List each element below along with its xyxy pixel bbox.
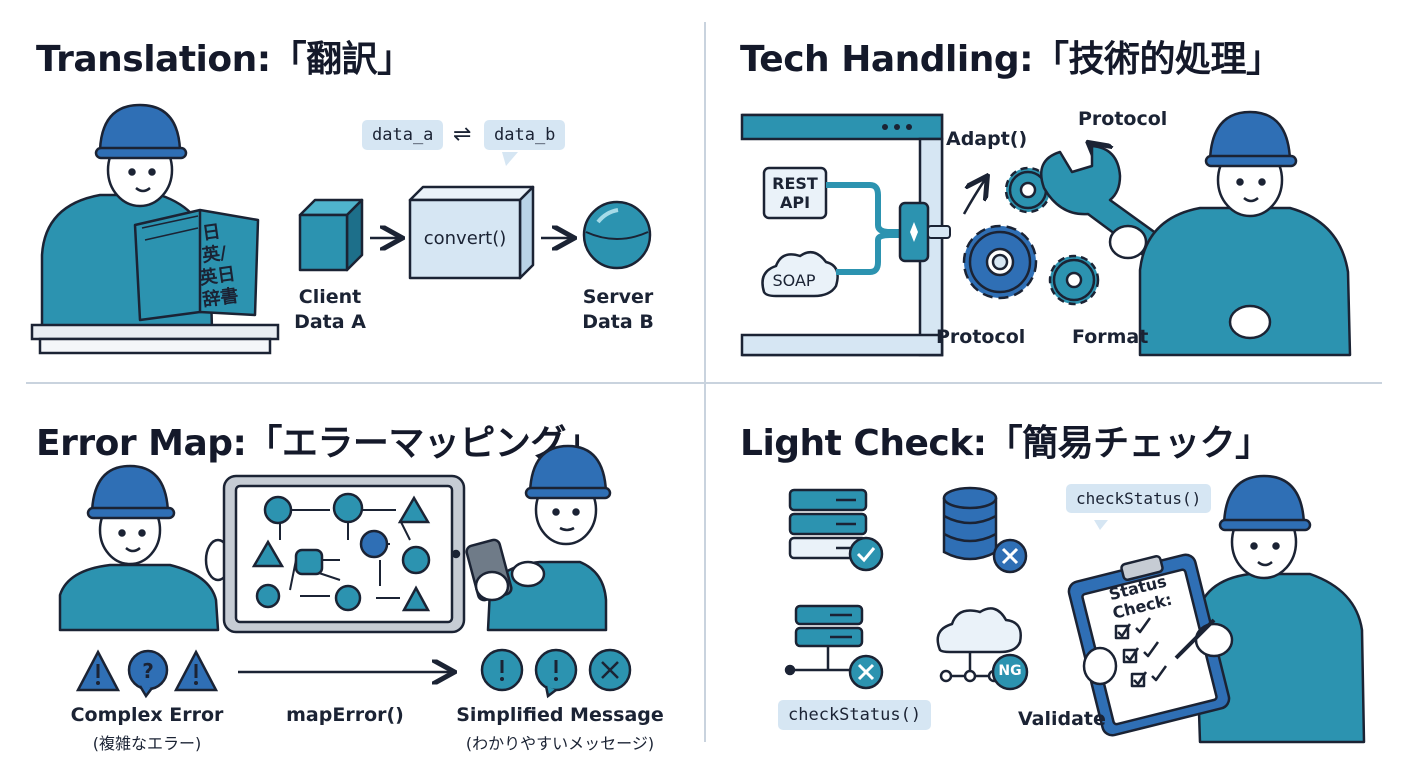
- reading-worker: [40, 103, 260, 332]
- warning-icon: [75, 649, 121, 692]
- exclamation-bubble-icon: [534, 648, 578, 699]
- tech-worker: [1108, 110, 1352, 357]
- complex-error-label: Complex Error: [70, 704, 224, 726]
- complex-error-sub: (複雑なエラー): [92, 734, 202, 753]
- clipboard-icon: [1067, 553, 1231, 737]
- close-circle-icon: [588, 648, 632, 692]
- error-nodes: [251, 492, 431, 612]
- client-cube: [298, 198, 364, 272]
- question-bubble-icon: [127, 649, 169, 699]
- swap-symbol: ⇌: [453, 122, 472, 147]
- translation-title: Translation:「翻訳」: [36, 39, 413, 80]
- soap-connector: [836, 232, 902, 275]
- data-a-tag: data_a: [362, 120, 444, 150]
- gear-icon: [1048, 254, 1100, 306]
- server-sphere: [582, 200, 652, 270]
- rest-api-box: [762, 166, 828, 220]
- bubble-tail: [1094, 520, 1108, 530]
- ng-badge: NG: [998, 663, 1022, 679]
- database-icon: [942, 486, 1028, 574]
- map-error-label: mapError(): [286, 704, 404, 726]
- rest-api-label: REST API: [772, 174, 818, 212]
- svg-text:?: ?: [142, 659, 154, 683]
- desk: [30, 323, 280, 341]
- server-stack-icon: [788, 488, 884, 572]
- check-status-tag: checkStatus(): [778, 700, 932, 730]
- exclamation-icon: [480, 648, 524, 692]
- warning-icon: [173, 649, 219, 692]
- simplified-message-label: Simplified Message: [456, 704, 664, 726]
- validate-label: Validate: [1018, 708, 1106, 730]
- soap-cloud: [761, 250, 839, 298]
- check-status-bubble: checkStatus(): [1066, 484, 1212, 513]
- server-error-icon: [784, 604, 884, 690]
- tech-handling-title: Tech Handling:「技術的処理」: [740, 39, 1282, 80]
- convert-box: [408, 185, 535, 280]
- left-worker: [58, 464, 232, 632]
- adapt-label: Adapt(): [946, 128, 1028, 150]
- server-label: Server Data B: [582, 286, 654, 333]
- light-check-title: Light Check:「簡易チェック」: [740, 423, 1271, 464]
- cloud-network-icon: [936, 607, 1029, 691]
- client-label: Client Data A: [294, 286, 366, 333]
- protocol-top-label: Protocol: [1078, 108, 1168, 130]
- horizontal-divider: [26, 382, 1382, 384]
- protocol-bottom-label: Protocol: [936, 326, 1026, 348]
- simplified-message-sub: (わかりやすいメッセージ): [465, 734, 655, 753]
- error-map-title: Error Map:「エラーマッピング」: [36, 423, 602, 464]
- gear-icon: [962, 224, 1038, 300]
- check-worker-hands: [1082, 618, 1234, 686]
- right-worker: [465, 444, 612, 632]
- data-b-tag: data_b: [484, 120, 566, 150]
- check-worker: [1194, 474, 1366, 744]
- bubble-tail: [502, 152, 518, 166]
- rest-connector: [826, 182, 902, 235]
- convert-label: convert(): [423, 228, 507, 249]
- soap-label: SOAP: [772, 271, 816, 290]
- format-label: Format: [1072, 326, 1149, 348]
